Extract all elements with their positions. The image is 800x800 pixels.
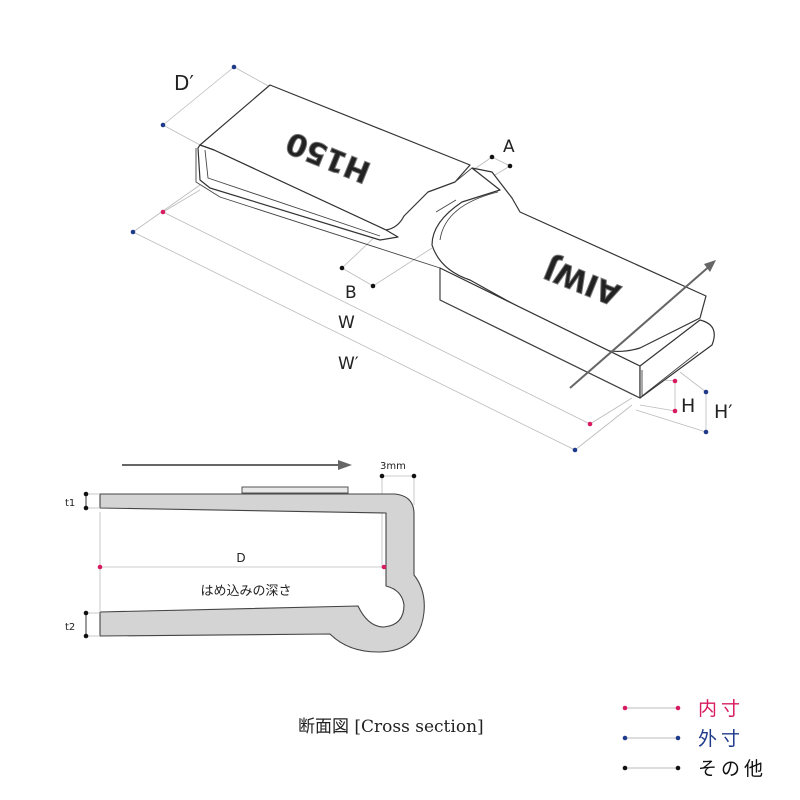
legend-label: 外寸: [698, 728, 744, 750]
h-ext-bottom: [639, 404, 676, 412]
d-prime-ext-bottom: [162, 124, 201, 146]
a-dimension-line: [491, 156, 511, 167]
h-prime-dot-top: [703, 389, 709, 395]
section-arrow-head: [338, 460, 352, 470]
w-prime-dot-right: [572, 447, 578, 453]
legend-dot-end: [675, 765, 681, 771]
w-prime-ext-right: [574, 404, 633, 451]
label-t1: t1: [65, 498, 75, 509]
iso-dimension-dots: [130, 64, 709, 453]
h-prime-ext-top: [679, 371, 707, 393]
h-prime-ext-bottom: [635, 409, 707, 433]
h-dot-bottom: [672, 408, 678, 414]
center-slot: [435, 167, 473, 213]
d-dot-left: [97, 564, 103, 570]
legend-item: 内寸: [622, 698, 744, 720]
insertion-arrow-head: [704, 260, 716, 272]
insertion-arrow-line: [569, 263, 713, 389]
a-ext-left: [472, 156, 493, 171]
scoop-curve: [439, 191, 499, 241]
label-depth: はめ込みの深さ: [200, 584, 291, 599]
legend-dot-start: [622, 765, 628, 771]
d-prime-dimension-line: [162, 66, 235, 126]
label-a: A: [503, 137, 515, 157]
legend-dot-start: [622, 705, 628, 711]
label-w: W: [338, 313, 355, 333]
legend-item: その他: [622, 758, 767, 780]
left-part-bottom-edge: [195, 148, 441, 269]
w-prime-dot-left: [130, 229, 136, 235]
d-prime-ext-top: [233, 66, 273, 89]
legend-label: 内寸: [698, 698, 744, 720]
section-dimension-dots: [83, 473, 417, 639]
a-dot-left: [489, 154, 495, 160]
isometric-view: H150 AIWJ D′ A B W W′ H H′: [130, 64, 733, 453]
w-ext-right: [589, 397, 633, 425]
w-prime-ext-left: [132, 184, 201, 233]
d-dot-right: [381, 564, 387, 570]
left-part-front-face: [197, 144, 399, 241]
label-d: D: [236, 551, 245, 565]
left-part-inner-edge: [204, 149, 381, 237]
cross-section-view: 3mm t1 t2 D はめ込みの深さ: [65, 460, 425, 653]
mm3-dot-left: [379, 473, 385, 479]
right-part-end-inner: [641, 351, 699, 397]
w-prime-dimension-line: [132, 231, 576, 451]
w-dot-right: [587, 421, 593, 427]
w-dot-left: [160, 209, 166, 215]
section-top-bump: [241, 486, 349, 494]
right-part-end-face: [639, 319, 715, 399]
b-dot-left: [339, 265, 345, 271]
t2-dot-bottom: [83, 633, 89, 639]
section-profile: [99, 493, 425, 653]
d-prime-dot-bottom: [160, 122, 166, 128]
legend-dot-end: [675, 705, 681, 711]
b-dot-right: [370, 283, 376, 289]
h-prime-dot-bottom: [703, 429, 709, 435]
label-w-prime: W′: [338, 354, 359, 374]
b-dimension-line: [341, 267, 374, 287]
legend-dot-start: [622, 735, 628, 741]
section-caption: 断面図 [Cross section]: [298, 717, 484, 737]
right-part-bottom-edge: [439, 268, 641, 399]
legend-dot-end: [675, 735, 681, 741]
right-part-top-face: [431, 167, 707, 353]
h-dot-top: [672, 378, 678, 384]
a-dot-right: [507, 163, 513, 169]
label-3mm: 3mm: [380, 461, 406, 472]
t2-dot-top: [83, 610, 89, 616]
legend-item: 外寸: [622, 728, 744, 750]
label-t2: t2: [65, 622, 75, 633]
label-d-prime: D′: [174, 71, 194, 95]
w-dimension-line: [162, 211, 591, 425]
t1-dot-top: [83, 491, 89, 497]
t1-dot-bottom: [83, 505, 89, 511]
legend-label: その他: [698, 758, 767, 780]
d-prime-dot-top: [231, 64, 237, 70]
b-ext-right: [372, 247, 433, 287]
label-h-prime: H′: [714, 401, 733, 423]
label-b: B: [345, 283, 357, 303]
label-h: H: [681, 395, 695, 417]
mm3-dot-right: [411, 473, 417, 479]
w-ext-left: [162, 189, 201, 213]
